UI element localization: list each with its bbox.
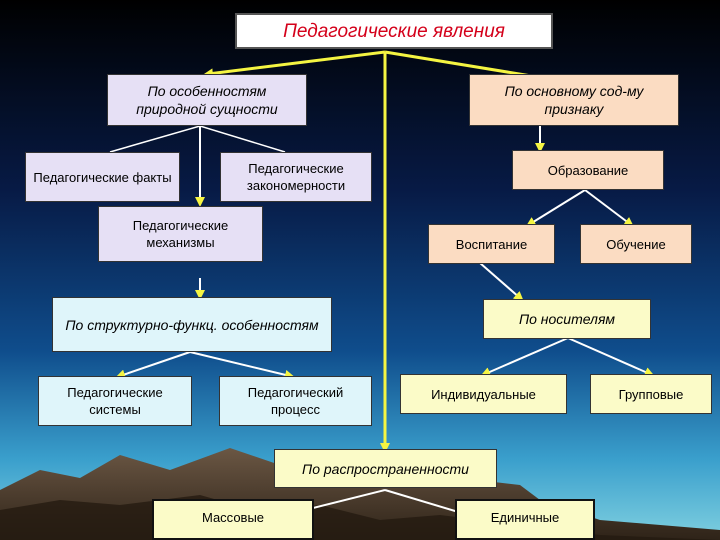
node-individual-label: Индивидуальные — [431, 386, 536, 402]
node-regularities-label: Педагогические закономерности — [246, 161, 346, 193]
node-individual: Индивидуальные — [400, 374, 567, 414]
root-title-box: Педагогические явления — [235, 13, 553, 49]
node-group: Групповые — [590, 374, 712, 414]
node-education-label: Образование — [547, 162, 629, 178]
node-facts: Педагогические факты — [25, 152, 180, 202]
node-training-label: Обучение — [606, 236, 666, 252]
node-group-label: Групповые — [618, 386, 684, 402]
node-mass-label: Массовые — [201, 510, 265, 525]
node-single-label: Единичные — [490, 510, 560, 525]
node-process: Педагогический процесс — [219, 376, 372, 426]
node-mechanisms: Педагогические механизмы — [98, 206, 263, 262]
branch-carrier-label: По носителям — [518, 311, 616, 327]
node-upbringing-label: Воспитание — [455, 236, 528, 252]
branch-structure-label: По структурно-функц. особенностям — [65, 316, 319, 333]
branch-spread-label: По распространенности — [302, 460, 469, 477]
node-systems-label: Педагогические системы — [67, 385, 163, 417]
node-facts-label: Педагогические факты — [33, 169, 172, 185]
branch-carrier-box: По носителям — [483, 299, 651, 339]
node-process-label: Педагогический процесс — [247, 385, 344, 417]
node-training: Обучение — [580, 224, 692, 264]
node-regularities: Педагогические закономерности — [220, 152, 372, 202]
node-mass: Массовые — [152, 499, 314, 540]
node-education: Образование — [512, 150, 664, 190]
node-mechanisms-label: Педагогические механизмы — [132, 218, 229, 250]
branch-content-label: По основному сод-му признаку — [504, 83, 644, 117]
branch-structure-box: По структурно-функц. особенностям — [52, 297, 332, 352]
node-single: Единичные — [455, 499, 595, 540]
root-title: Педагогические явления — [283, 20, 505, 42]
branch-spread-box: По распространенности — [274, 449, 497, 488]
branch-content-box: По основному сод-му признаку — [469, 74, 679, 126]
branch-nature-label: По особенностям природной сущности — [136, 83, 278, 117]
node-upbringing: Воспитание — [428, 224, 555, 264]
branch-nature-box: По особенностям природной сущности — [107, 74, 307, 126]
node-systems: Педагогические системы — [38, 376, 192, 426]
